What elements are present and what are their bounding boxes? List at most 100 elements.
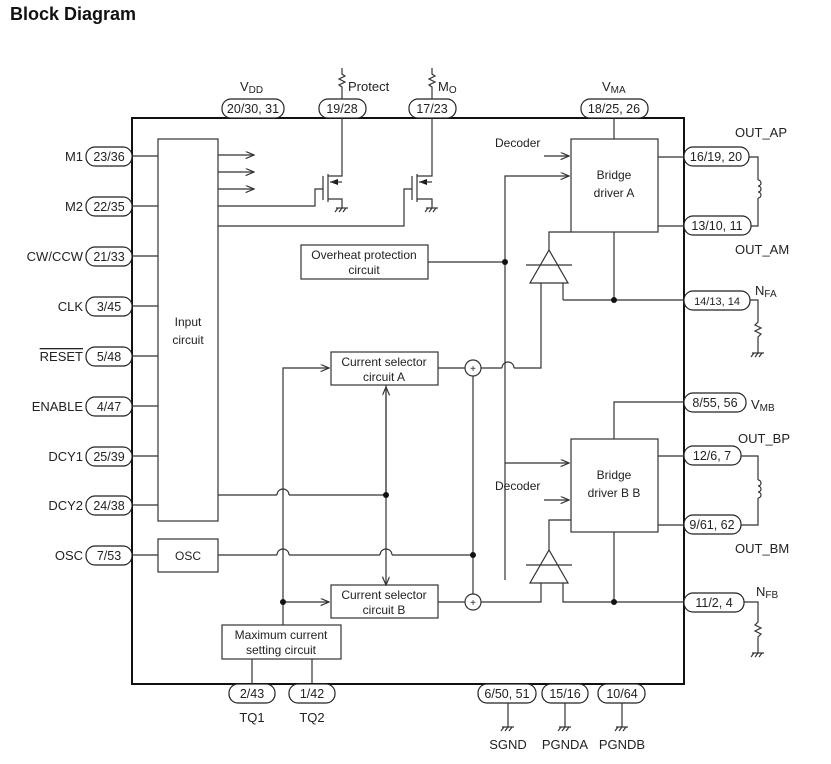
pin-outam: 13/10, 11 bbox=[691, 219, 742, 233]
current-selector-b-block: Current selector circuit B bbox=[330, 584, 439, 619]
top-pins: 20/30, 31 VDD 19/28 Protect 17/23 MO 18/… bbox=[221, 68, 649, 119]
pin-dcy2: 24/38 bbox=[93, 499, 124, 513]
label-nfb: NFB bbox=[756, 584, 778, 601]
label-reset: RESET bbox=[40, 349, 83, 364]
pin-dcy1: 25/39 bbox=[93, 450, 124, 464]
ground-icon bbox=[500, 726, 628, 732]
input-circuit-block: Input circuit bbox=[157, 138, 219, 522]
pin-tq1: 2/43 bbox=[240, 687, 264, 701]
input-circuit-label-1: Input bbox=[175, 315, 202, 329]
overheat-label-1: Overheat protection bbox=[311, 248, 416, 262]
label-dcy1: DCY1 bbox=[48, 449, 83, 464]
pin-m2-outline bbox=[85, 196, 133, 217]
left-pins: 23/36 M1 22/35 M2 21/33 CW/CCW 3/45 CLK 5/48 RESE… bbox=[27, 146, 133, 566]
osc-block: OSC bbox=[157, 538, 219, 573]
pin-pgndb: 10/64 bbox=[606, 687, 637, 701]
max-current-label-2: setting circuit bbox=[246, 643, 317, 657]
overheat-protection-block: Overheat protection circuit bbox=[300, 244, 429, 280]
resistor-icon bbox=[750, 299, 763, 353]
bridge-driver-a-block: Bridge driver A bbox=[570, 138, 659, 233]
pin-vmb: 8/55, 56 bbox=[692, 396, 737, 410]
label-outam: OUT_AM bbox=[735, 242, 789, 257]
bridge-b-label-2: driver B B bbox=[588, 486, 641, 500]
pin-osc-outline bbox=[85, 545, 133, 566]
label-sgnd: SGND bbox=[489, 737, 527, 752]
label-outap: OUT_AP bbox=[735, 125, 787, 140]
decoder-label-b: Decoder bbox=[495, 479, 540, 493]
current-selector-a-block: Current selector circuit A bbox=[330, 351, 439, 386]
pin-reset-outline bbox=[85, 346, 133, 367]
bridge-a-label-1: Bridge bbox=[597, 168, 632, 182]
adder-a: + bbox=[464, 359, 482, 377]
csel-a-label-2: circuit A bbox=[363, 370, 405, 384]
pin-outbm: 9/61, 62 bbox=[689, 518, 734, 532]
max-current-label-1: Maximum current bbox=[235, 628, 328, 642]
pin-clk-outline bbox=[85, 296, 133, 317]
pin-m1-outline bbox=[85, 146, 133, 167]
label-vma: VMA bbox=[602, 79, 626, 96]
pin-enable-outline bbox=[85, 396, 133, 417]
max-current-setting-block: Maximum current setting circuit bbox=[221, 624, 342, 660]
pin-outbp: 12/6, 7 bbox=[693, 449, 731, 463]
label-enable: ENABLE bbox=[32, 399, 84, 414]
pin-mo: 17/23 bbox=[416, 102, 447, 116]
pin-m2: 22/35 bbox=[93, 200, 124, 214]
pin-vma: 18/25, 26 bbox=[588, 102, 640, 116]
resistor-icon bbox=[337, 68, 347, 99]
label-outbm: OUT_BM bbox=[735, 541, 789, 556]
bridge-driver-b-block: Bridge driver B B bbox=[570, 438, 659, 533]
junction-dots bbox=[280, 259, 617, 605]
label-osc: OSC bbox=[55, 548, 83, 563]
label-cwccw: CW/CCW bbox=[27, 249, 84, 264]
pin-tq2: 1/42 bbox=[300, 687, 324, 701]
label-mo: MO bbox=[438, 79, 457, 96]
bottom-pins: 2/43 TQ1 1/42 TQ2 6/50, 51 SGND 15/16 PG… bbox=[228, 683, 646, 752]
label-pgndb: PGNDB bbox=[599, 737, 645, 752]
ground-icon bbox=[334, 207, 438, 213]
label-pgnda: PGNDA bbox=[542, 737, 589, 752]
overheat-label-2: circuit bbox=[348, 263, 380, 277]
label-dcy2: DCY2 bbox=[48, 498, 83, 513]
label-vdd: VDD bbox=[240, 79, 263, 96]
input-circuit-label-2: circuit bbox=[172, 333, 204, 347]
pin-enable: 4/47 bbox=[97, 400, 121, 414]
right-pins: 16/19, 20 OUT_AP 13/10, 11 OUT_AM 14/13,… bbox=[683, 125, 790, 658]
adder-b: + bbox=[464, 593, 482, 611]
adder-b-symbol: + bbox=[470, 598, 476, 609]
resistor-icon bbox=[744, 601, 763, 653]
csel-b-label-1: Current selector bbox=[341, 588, 426, 602]
label-outbp: OUT_BP bbox=[738, 431, 790, 446]
pin-cwccw-outline bbox=[85, 246, 133, 267]
osc-block-label: OSC bbox=[175, 549, 201, 563]
label-m1: M1 bbox=[65, 149, 83, 164]
label-tq1: TQ1 bbox=[239, 710, 264, 725]
pin-cwccw: 21/33 bbox=[93, 250, 124, 264]
pin-protect: 19/28 bbox=[326, 102, 357, 116]
pin-nfb: 11/2, 4 bbox=[695, 596, 732, 610]
pin-dcy1-outline bbox=[85, 446, 133, 467]
decoder-label-a: Decoder bbox=[495, 136, 540, 150]
bridge-b-label-1: Bridge bbox=[597, 468, 632, 482]
pin-dcy2-outline bbox=[85, 495, 133, 516]
bridge-a-label-2: driver A bbox=[594, 186, 635, 200]
label-m2: M2 bbox=[65, 199, 83, 214]
adder-a-symbol: + bbox=[470, 364, 476, 375]
label-clk: CLK bbox=[58, 299, 84, 314]
label-nfa: NFA bbox=[755, 283, 777, 300]
pin-vdd: 20/30, 31 bbox=[227, 102, 279, 116]
pin-outap: 16/19, 20 bbox=[690, 150, 742, 164]
pin-clk: 3/45 bbox=[97, 300, 121, 314]
csel-a-label-1: Current selector bbox=[341, 355, 426, 369]
pin-m1: 23/36 bbox=[93, 150, 124, 164]
pin-nfa: 14/13, 14 bbox=[694, 296, 740, 308]
pin-sgnd: 6/50, 51 bbox=[484, 687, 529, 701]
label-protect: Protect bbox=[348, 79, 390, 94]
pin-osc: 7/53 bbox=[97, 549, 121, 563]
label-tq2: TQ2 bbox=[299, 710, 324, 725]
pin-reset: 5/48 bbox=[97, 350, 121, 364]
resistor-icon bbox=[427, 68, 437, 99]
pin-pgnda: 15/16 bbox=[549, 687, 580, 701]
label-vmb: VMB bbox=[751, 397, 775, 414]
diagram-title: Block Diagram bbox=[10, 4, 137, 24]
